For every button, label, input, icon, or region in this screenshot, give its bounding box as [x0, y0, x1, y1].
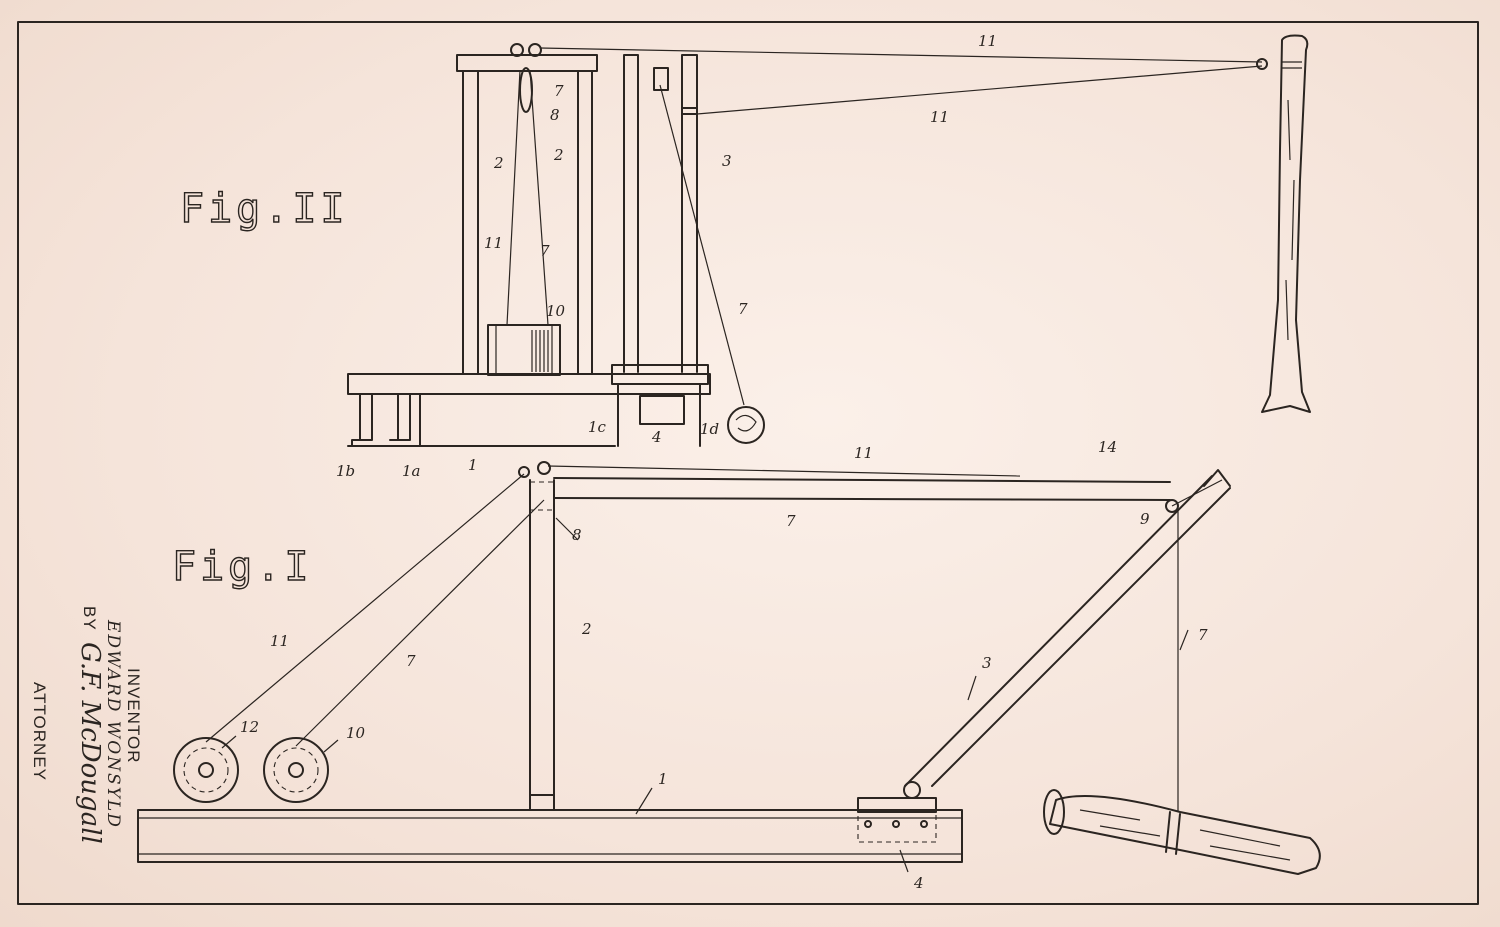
label: 12: [240, 718, 259, 736]
fig2-cable-7: [659, 84, 745, 406]
fig1-beam-flanges: [138, 817, 962, 855]
fig1-pivot-pin: [903, 781, 921, 799]
label: 7: [540, 242, 550, 260]
attorney-group: ATTORNEY: [30, 682, 49, 781]
label: 11: [854, 444, 873, 462]
fig1-bolt: [892, 820, 900, 828]
label: 7: [406, 652, 416, 670]
fig2-drum-windings: [495, 325, 553, 375]
label: 3: [722, 152, 732, 170]
signature-group: BY G.F. McDougall: [75, 606, 105, 844]
inventor-name: EDWARD WONSYLD: [103, 619, 123, 829]
sheet-border: [17, 21, 1479, 905]
fig2-anchor-tree: [1261, 34, 1311, 413]
by-label: BY: [80, 606, 99, 631]
fig1-log: [1049, 795, 1321, 875]
fig2-ibeam-1a: [389, 393, 411, 447]
label: 3: [982, 654, 992, 672]
label: 2: [581, 620, 592, 638]
label: 14: [1098, 438, 1117, 456]
label: 4: [651, 428, 662, 446]
label: 10: [346, 724, 366, 742]
fig1-mast: [529, 479, 555, 811]
fig2-log-rings: [735, 414, 757, 432]
fig1-bolt: [864, 820, 872, 828]
label: 11: [978, 32, 997, 50]
fig1-pivot-4: [857, 811, 937, 843]
fig1-top-pulley: [537, 461, 551, 475]
label: 1d: [700, 420, 719, 438]
fig1-winch-lines: [205, 473, 545, 747]
label: 11: [930, 108, 949, 126]
fig2-pivot-4: [617, 383, 701, 447]
fig2-log-end: [727, 406, 765, 444]
fig2-guy-lines: [539, 47, 1263, 115]
fig2-mast-posts: [462, 70, 593, 375]
fig1-ground-beam: [137, 809, 963, 863]
fig2-top-pulley-2: [528, 43, 542, 57]
fig1-log-sling: [1165, 811, 1181, 855]
fig2-guy-anchor: [1256, 58, 1268, 70]
label: 9: [1140, 510, 1150, 528]
label: 1: [468, 456, 478, 474]
label: 7: [1198, 626, 1208, 644]
fig1-top-pin: [518, 466, 530, 478]
label: 7: [786, 512, 796, 530]
label: 7: [554, 82, 564, 100]
fig2-drawing: [347, 34, 1311, 447]
fig1-drum-10-inner: [273, 747, 319, 793]
label: 4: [913, 874, 924, 892]
fig2-ibeam-1b: [351, 393, 373, 447]
fig2-top-pulley: [510, 43, 524, 57]
fig2-title: Fig.II: [180, 186, 349, 232]
fig1-drum-10: [263, 737, 329, 803]
fig2-labels: 11 11 7 8 2 2 3 11 7 7 10 1c 4 1d 1b 1a …: [336, 32, 997, 480]
label: 8: [572, 526, 582, 544]
fig1-drawing: [137, 461, 1321, 875]
label: 8: [550, 106, 560, 124]
label: 1a: [402, 462, 421, 480]
fig1-title: Fig.I: [172, 544, 312, 590]
fig1-mast-sheave: [529, 481, 555, 511]
fig1-drum-12-inner: [183, 747, 229, 793]
fig1-beam-14: [553, 477, 1171, 501]
label: 2: [553, 146, 564, 164]
inventor-block: INVENTOR: [124, 668, 143, 764]
inventor-title: INVENTOR: [124, 668, 143, 764]
label: 1: [658, 770, 668, 788]
label: 1b: [336, 462, 355, 480]
fig1-leader-lines: [221, 517, 1189, 873]
label: 7: [738, 300, 748, 318]
fig2-winch-drum: [487, 324, 561, 376]
inventor-name-group: EDWARD WONSYLD: [103, 619, 123, 829]
fig1-sheave-9: [1165, 499, 1179, 513]
label: 2: [493, 154, 504, 172]
fig1-drum-12: [173, 737, 239, 803]
fig2-boom-bands: [681, 107, 698, 115]
fig1-drum-12-hub: [198, 762, 214, 778]
fig2-tree-bark: [1282, 61, 1302, 341]
fig1-drum-10-hub: [288, 762, 304, 778]
attorney-label: ATTORNEY: [30, 682, 49, 781]
label: 10: [546, 302, 566, 320]
fig2-inner-cables: [506, 69, 549, 326]
fig2-boom-foot: [611, 364, 709, 385]
fig2-boom-posts: [623, 54, 698, 373]
fig1-bolt: [920, 820, 928, 828]
label: 1c: [588, 418, 607, 436]
fig1-boom: [904, 475, 1231, 787]
fig1-log-end: [1043, 789, 1065, 835]
fig1-boom-tip: [1203, 469, 1231, 487]
fig1-guy-11: [547, 465, 1021, 477]
fig1-labels: 11 14 7 8 9 2 11 7 7 3 12 10 1 4: [221, 438, 1208, 892]
fig1-boom-link: [1171, 479, 1223, 507]
fig2-base-beam: [347, 393, 616, 447]
fig2-mast-cap: [456, 54, 598, 72]
fig1-log-grain: [1079, 809, 1291, 861]
label: 11: [484, 234, 503, 252]
attorney-signature: G.F. McDougall: [75, 642, 105, 844]
label: 11: [270, 632, 289, 650]
